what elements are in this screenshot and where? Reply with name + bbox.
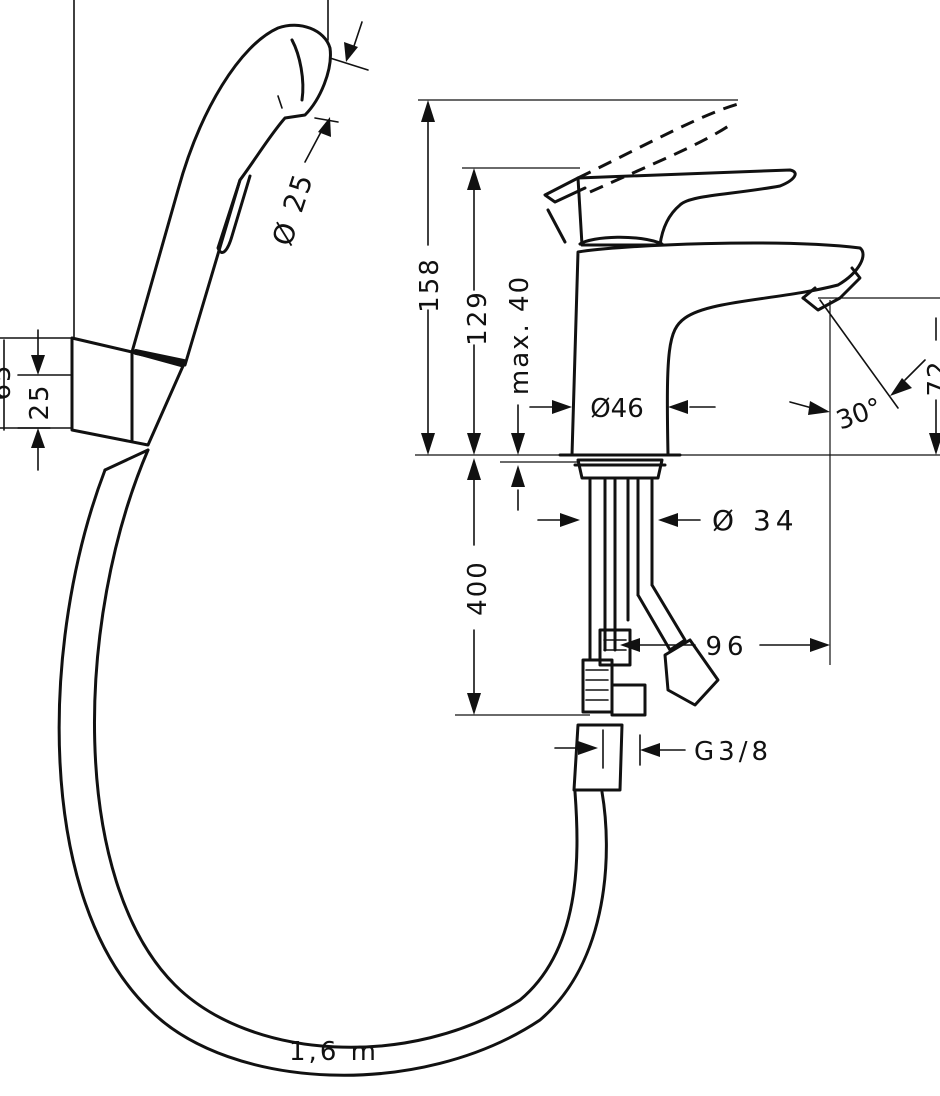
body-diameter-dimension bbox=[529, 400, 716, 414]
projection-dimension bbox=[620, 638, 830, 652]
spray-angle-label: 30° bbox=[832, 393, 886, 437]
holder-dimension bbox=[0, 0, 75, 471]
height-overall-dimension bbox=[421, 100, 435, 455]
body-diameter-label: Ø46 bbox=[590, 394, 644, 424]
hose bbox=[57, 448, 608, 1077]
hand-shower bbox=[130, 23, 332, 367]
height-spout-dimension bbox=[467, 168, 481, 455]
tail-length-label: 400 bbox=[463, 560, 493, 616]
connection-dimension bbox=[554, 729, 686, 769]
height-overall-label: 158 bbox=[415, 257, 445, 313]
hose-length-label: 1,6 m bbox=[289, 1037, 379, 1067]
mixer-lever bbox=[543, 102, 797, 247]
max-deck-label: max. 40 bbox=[505, 275, 535, 395]
connection-tails bbox=[572, 458, 720, 792]
spout-height-dimension bbox=[929, 317, 940, 455]
shower-diameter-label: Ø 25 bbox=[266, 169, 320, 250]
tail-length-dimension bbox=[467, 458, 481, 715]
height-spout-label: 129 bbox=[463, 290, 493, 346]
holder-height-label: 25 bbox=[25, 383, 55, 420]
connection-label: G3/8 bbox=[694, 737, 772, 767]
shower-diameter-dimension bbox=[304, 0, 369, 163]
projection-label: 96 bbox=[705, 632, 748, 662]
thread-diameter-dimension bbox=[537, 513, 701, 527]
spout-height-label: 72 bbox=[923, 359, 940, 396]
max-deck-dimension bbox=[511, 404, 525, 511]
holder-cut-label: 65 bbox=[0, 363, 17, 400]
thread-diameter-label: Ø 34 bbox=[712, 504, 799, 537]
spray-angle-dimension bbox=[789, 299, 926, 415]
shower-holder bbox=[70, 336, 185, 447]
